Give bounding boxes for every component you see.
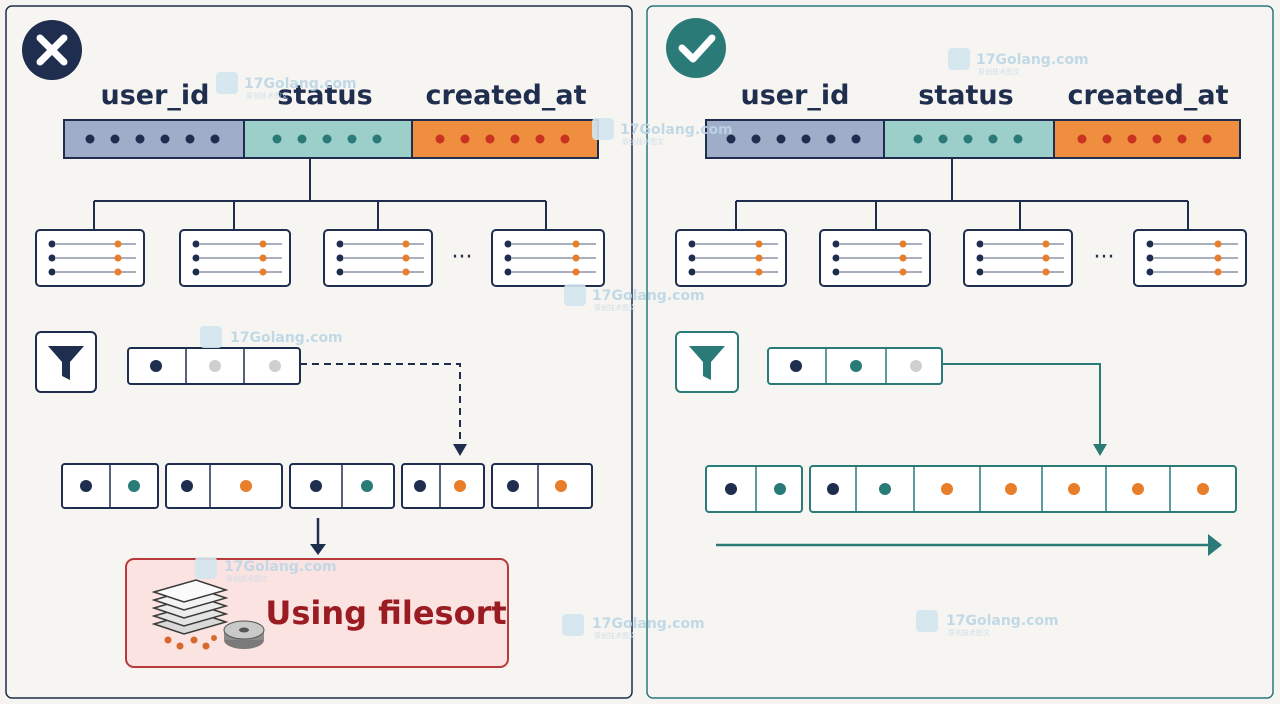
filesort-label: Using filesort: [265, 594, 506, 632]
watermark: 17Golang.com 原创技术图文: [562, 614, 705, 640]
tree-connector: [93, 158, 547, 230]
column-label-user-id: user_id: [100, 80, 209, 111]
watermark-subtext: 原创技术图文: [226, 574, 268, 583]
filter-icon: [675, 331, 739, 393]
watermark-text: 17Golang.com: [592, 616, 705, 632]
scattered-entries: [61, 463, 593, 509]
paper-stack-icon: [151, 579, 229, 635]
sequential-scan-arrow: [716, 534, 1222, 556]
contiguous-range: [809, 465, 1237, 513]
watermark-text: 17Golang.com: [224, 559, 337, 575]
leaf-ellipsis: ···: [452, 245, 473, 270]
watermark-text: 17Golang.com: [946, 613, 1059, 629]
composite-index-bar: [705, 119, 1241, 159]
watermark: 17Golang.com 原创技术图文: [948, 48, 1089, 76]
dashed-lookup-arrow: [300, 363, 467, 456]
watermarks: 17Golang.com 原创技术图文 17Golang.com 原创技术图文 …: [195, 48, 1089, 640]
leaf-page-2: [819, 229, 931, 287]
filesort-box: Using filesort: [125, 558, 509, 668]
leaf-page-4: [491, 229, 605, 287]
leaf-page-1: [35, 229, 145, 287]
column-label-user-id: user_id: [740, 80, 849, 111]
check-mark-icon: [666, 18, 726, 78]
watermark-subtext: 原创技术图文: [594, 631, 636, 640]
entry-box: [165, 463, 283, 509]
leaf-ellipsis: ···: [1094, 245, 1115, 270]
composite-index-bar: [63, 119, 599, 159]
filter-icon: [35, 331, 97, 393]
watermark-text: 17Golang.com: [592, 288, 705, 304]
watermark-text: 17Golang.com: [230, 330, 343, 346]
watermark: 17Golang.com 原创技术图文: [195, 557, 337, 583]
filter-key: [127, 347, 301, 385]
ordered-entries: [705, 465, 1237, 513]
watermark-subtext: 原创技术图文: [246, 91, 288, 100]
watermark-text: 17Golang.com: [620, 122, 733, 138]
leaf-page-4: [1133, 229, 1247, 287]
leaf-page-1: [675, 229, 787, 287]
watermark-text: 17Golang.com: [244, 76, 357, 92]
leaf-page-2: [179, 229, 291, 287]
bad-panel: user_id status created_at: [5, 5, 633, 699]
good-panel: user_id status created_at: [646, 5, 1274, 699]
watermark: 17Golang.com 原创技术图文: [916, 610, 1059, 637]
entry-box: [705, 465, 803, 513]
leaf-page-3: [323, 229, 433, 287]
disk-icon: [223, 620, 265, 649]
watermark: 17Golang.com 原创技术图文: [592, 118, 733, 146]
entry-box: [491, 463, 593, 509]
watermark-text: 17Golang.com: [976, 52, 1089, 68]
down-arrow: [310, 518, 326, 555]
leaf-page-3: [963, 229, 1073, 287]
column-label-created-at: created_at: [1067, 80, 1228, 111]
watermark-subtext: 原创技术图文: [594, 303, 636, 312]
column-label-status: status: [918, 80, 1013, 111]
x-mark-icon: [22, 20, 82, 80]
watermark: 17Golang.com 原创技术图文: [564, 284, 705, 312]
watermark: 17Golang.com: [200, 326, 343, 348]
watermark-subtext: 原创技术图文: [622, 137, 664, 146]
watermark-subtext: 原创技术图文: [978, 67, 1020, 76]
column-label-created-at: created_at: [425, 80, 586, 111]
filter-key: [767, 347, 943, 385]
watermark-subtext: 原创技术图文: [948, 628, 990, 637]
column-label-status: status: [277, 80, 372, 111]
scattered-dots: [164, 635, 217, 650]
watermark: 17Golang.com 原创技术图文: [216, 72, 357, 100]
entry-box: [61, 463, 159, 509]
tree-connector: [735, 158, 1189, 230]
entry-box: [289, 463, 395, 509]
entry-box: [401, 463, 485, 509]
lookup-arrow: [942, 363, 1107, 456]
